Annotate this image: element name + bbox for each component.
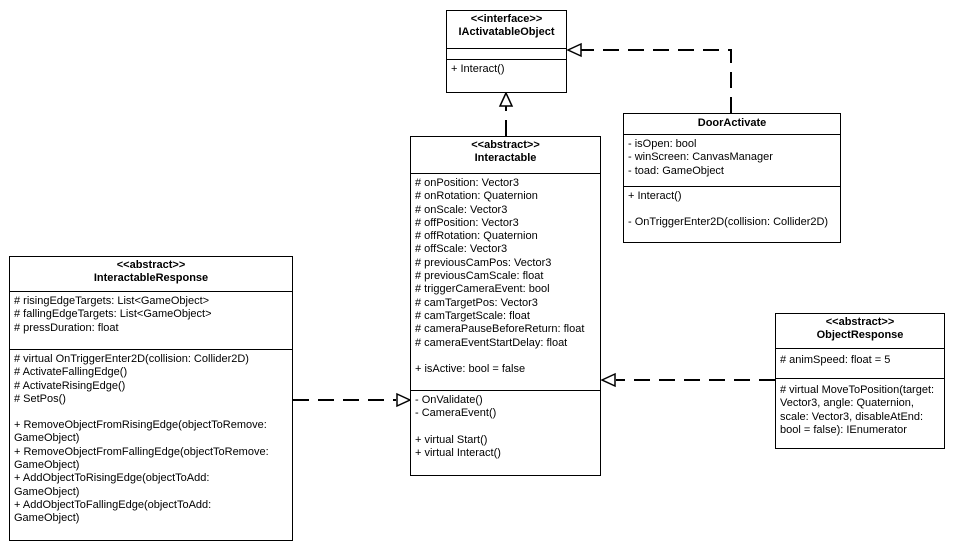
methods-section: + Interact()	[447, 59, 566, 76]
arrowhead-interactable-to-interface	[498, 91, 514, 107]
class-name: ObjectResponse	[816, 329, 904, 341]
class-interactable[interactable]: <<abstract>> Interactable # onPosition: …	[410, 136, 601, 476]
class-header: DoorActivate	[624, 114, 840, 134]
attribute: # previousCamPos: Vector3	[415, 256, 552, 269]
attribute: # offPosition: Vector3	[415, 216, 519, 229]
attribute: # animSpeed: float = 5	[780, 354, 891, 366]
class-dooractivate[interactable]: DoorActivate - isOpen: bool - winScreen:…	[623, 113, 841, 243]
spacer	[628, 203, 836, 216]
methods-section: # virtual OnTriggerEnter2D(collision: Co…	[10, 349, 292, 526]
arrowhead-objresponse-to-interactable	[600, 372, 616, 388]
method: + AddObjectToRisingEdge(objectToAdd:	[14, 472, 210, 485]
method: GameObject)	[14, 485, 80, 498]
attribute: # cameraPauseBeforeReturn: float	[415, 323, 585, 336]
class-header: <<abstract>> ObjectResponse	[776, 314, 944, 348]
attributes-section: # animSpeed: float = 5	[776, 348, 944, 378]
methods-section: # virtual MoveToPosition(target: Vector3…	[776, 378, 944, 437]
method: + virtual Interact()	[415, 446, 501, 459]
attribute: # triggerCameraEvent: bool	[415, 283, 550, 296]
method: Vector3, angle: Quaternion,	[780, 397, 914, 410]
method: + RemoveObjectFromFallingEdge(objectToRe…	[14, 445, 269, 458]
method: # SetPos()	[14, 392, 66, 405]
class-stereotype: <<abstract>>	[471, 139, 540, 151]
arrowhead-door-to-interface	[566, 42, 582, 58]
method: + virtual Start()	[415, 433, 488, 446]
method: - CameraEvent()	[415, 407, 497, 420]
class-header: <<abstract>> InteractableResponse	[10, 257, 292, 291]
realization-door-to-interface	[570, 49, 732, 113]
attribute: # fallingEdgeTargets: List<GameObject>	[14, 308, 212, 321]
class-name: InteractableResponse	[93, 272, 209, 284]
attributes-section: # risingEdgeTargets: List<GameObject> # …	[10, 291, 292, 349]
class-stereotype: <<abstract>>	[825, 316, 895, 328]
method: + Interact()	[628, 190, 682, 202]
method: - OnTriggerEnter2D(collision: Collider2D…	[628, 216, 829, 229]
class-name: DoorActivate	[697, 117, 767, 129]
method: + RemoveObjectFromRisingEdge(objectToRem…	[14, 419, 267, 432]
class-header: <<abstract>> Interactable	[411, 137, 600, 173]
attribute: - winScreen: CanvasManager	[628, 151, 773, 164]
spacer	[415, 350, 596, 363]
method: GameObject)	[14, 512, 80, 525]
class-stereotype: <<interface>>	[470, 13, 543, 25]
methods-section: + Interact() - OnTriggerEnter2D(collisio…	[624, 186, 840, 230]
method: - OnValidate()	[415, 394, 483, 406]
class-stereotype: <<abstract>>	[116, 259, 186, 271]
attribute: # onScale: Vector3	[415, 203, 508, 216]
method: # ActivateRisingEdge()	[14, 379, 126, 392]
attribute: # previousCamScale: float	[415, 270, 544, 283]
method: GameObject)	[14, 432, 80, 445]
attribute: # offScale: Vector3	[415, 243, 508, 256]
attribute: # onPosition: Vector3	[415, 177, 519, 189]
attribute: # risingEdgeTargets: List<GameObject>	[14, 295, 210, 307]
method: bool = false): IEnumerator	[780, 423, 907, 436]
attribute: # onRotation: Quaternion	[415, 190, 538, 203]
method: + AddObjectToFallingEdge(objectToAdd:	[14, 498, 212, 511]
class-header: <<interface>> IActivatableObject	[447, 11, 566, 48]
method: # virtual OnTriggerEnter2D(collision: Co…	[14, 353, 249, 365]
class-iactivatableobject[interactable]: <<interface>> IActivatableObject + Inter…	[446, 10, 567, 93]
class-objectresponse[interactable]: <<abstract>> ObjectResponse # animSpeed:…	[775, 313, 945, 449]
class-interactableresponse[interactable]: <<abstract>> InteractableResponse # risi…	[9, 256, 293, 541]
class-name: IActivatableObject	[458, 26, 555, 38]
method: scale: Vector3, disableAtEnd:	[780, 410, 924, 423]
attribute: + isActive: bool = false	[415, 362, 526, 375]
class-name: Interactable	[474, 152, 537, 164]
method: # virtual MoveToPosition(target:	[780, 384, 935, 396]
methods-section: - OnValidate() - CameraEvent() + virtual…	[411, 390, 600, 460]
attribute: # camTargetPos: Vector3	[415, 296, 538, 309]
attribute: - isOpen: bool	[628, 138, 697, 150]
spacer	[415, 421, 596, 434]
attributes-section	[447, 48, 566, 59]
method: + Interact()	[451, 63, 505, 75]
arrowhead-response-to-interactable	[396, 392, 412, 408]
attributes-section: # onPosition: Vector3 # onRotation: Quat…	[411, 173, 600, 390]
method: GameObject)	[14, 459, 80, 472]
attributes-section: - isOpen: bool - winScreen: CanvasManage…	[624, 134, 840, 186]
attribute: - toad: GameObject	[628, 164, 724, 177]
attribute: # cameraEventStartDelay: float	[415, 336, 568, 349]
attribute: # pressDuration: float	[14, 321, 119, 334]
method: # ActivateFallingEdge()	[14, 366, 128, 379]
spacer	[14, 406, 288, 419]
attribute: # camTargetScale: float	[415, 309, 530, 322]
attribute: # offRotation: Quaternion	[415, 230, 538, 243]
